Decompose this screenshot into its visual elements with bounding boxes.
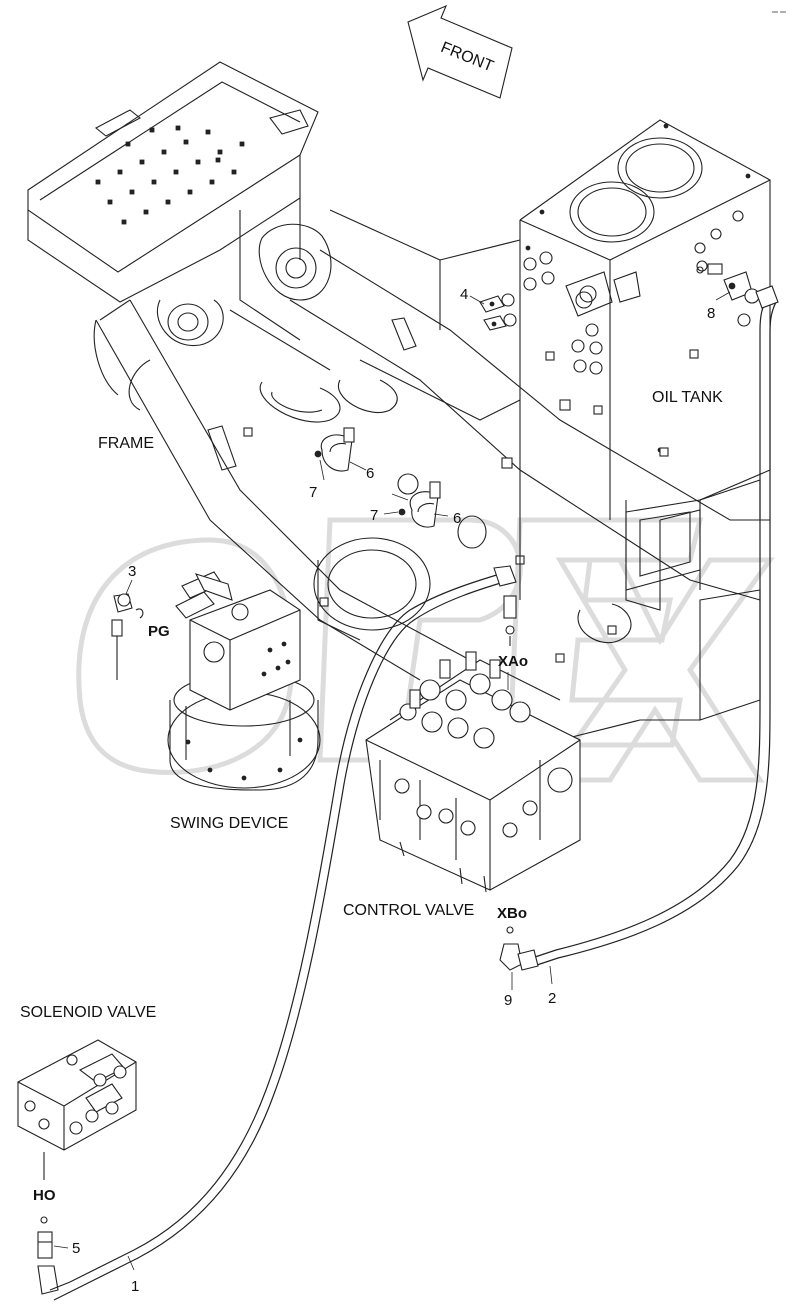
port-labels: PG XAo XBo HO [33, 623, 528, 1204]
fitting-8 [696, 263, 760, 304]
callout-9: 9 [504, 992, 512, 1009]
fitting-5 [37, 1216, 69, 1295]
control-valve-label: CONTROL VALVE [343, 902, 474, 919]
port-pg-label: PG [148, 623, 170, 640]
callout-6-lower: 6 [453, 510, 461, 527]
swing-device-label: SWING DEVICE [170, 815, 288, 832]
callout-4: 4 [460, 286, 468, 303]
port-xbo-label: XBo [497, 905, 527, 922]
frame-label: FRAME [98, 435, 154, 452]
port-ho-label: HO [33, 1187, 56, 1204]
hose-2 [517, 285, 779, 985]
fitting-3 [111, 579, 144, 680]
clamp-6-upper [314, 427, 367, 481]
callout-7-lower: 7 [370, 507, 378, 524]
hose-1 [49, 565, 517, 1301]
fitting-9 [499, 926, 523, 990]
callout-2: 2 [548, 990, 556, 1007]
part-number-callouts: 1 2 3 4 5 6 6 7 7 8 9 [72, 286, 715, 1295]
oil-tank-label: OIL TANK [652, 389, 723, 406]
callout-5: 5 [72, 1240, 80, 1257]
fitting-4-pair [469, 293, 517, 331]
oil-tank-drawing [519, 119, 771, 611]
swing-device-drawing [167, 571, 321, 791]
callout-7-upper: 7 [309, 484, 317, 501]
callout-1: 1 [131, 1278, 139, 1295]
fitting-xao [503, 595, 517, 690]
front-direction-arrow: FRONT [407, 4, 513, 99]
control-valve-drawing [365, 651, 581, 893]
solenoid-valve-drawing [17, 1039, 137, 1180]
clamp-6-lower [383, 481, 449, 528]
solenoid-valve-label: SOLENOID VALVE [20, 1004, 156, 1021]
port-xao-label: XAo [498, 653, 528, 670]
callout-3: 3 [128, 563, 136, 580]
component-labels: FRAME OIL TANK SWING DEVICE CONTROL VALV… [20, 389, 723, 1021]
callout-6-upper: 6 [366, 465, 374, 482]
callout-8: 8 [707, 305, 715, 322]
